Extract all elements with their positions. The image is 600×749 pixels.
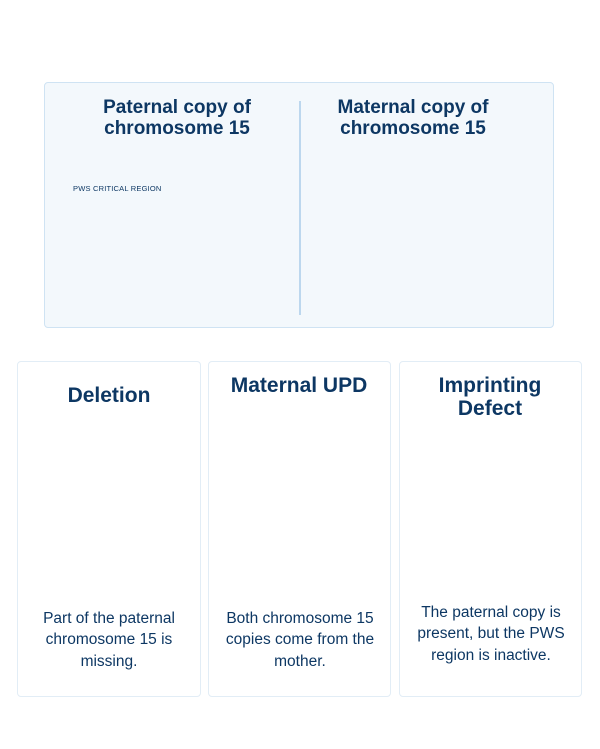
paternal-chromosome-dark [186,161,200,309]
upd-maternal-chromosome-dark [284,430,300,579]
panel-divider [299,101,301,315]
maternal-chromosome-dark [400,158,416,308]
pws-critical-region-label: PWS CRITICAL REGION [73,184,162,193]
deletion-title: Deletion [67,384,151,407]
upd-maternal-chromosome-light [304,430,320,579]
maternal-title: Maternal copy of chromosome 15 [337,97,489,139]
deletion-description: Part of the paternal chromosome 15 is mi… [43,610,175,670]
maternal-upd-title: Maternal UPD [230,374,368,397]
deletion-card [17,361,201,697]
pws-critical-region-marker [185,195,201,205]
paternal-title: Paternal copy of chromosome 15 [103,97,251,139]
imprinting-defect-title: Imprinting Defect [438,374,542,421]
inactive-pws-region-marker [474,463,492,476]
imprinting-maternal-chromosome [495,430,511,579]
imprinting-paternal-chromosome [475,430,491,579]
maternal-upd-description: Both chromosome 15 copies come from the … [225,610,375,670]
imprinting-defect-description: The paternal copy is present, but the PW… [417,604,565,664]
deletion-paternal-chromosome [92,436,108,570]
paternal-chromosome-light [206,161,220,309]
maternal-chromosome-light [420,158,436,308]
deletion-maternal-chromosome [113,436,129,586]
